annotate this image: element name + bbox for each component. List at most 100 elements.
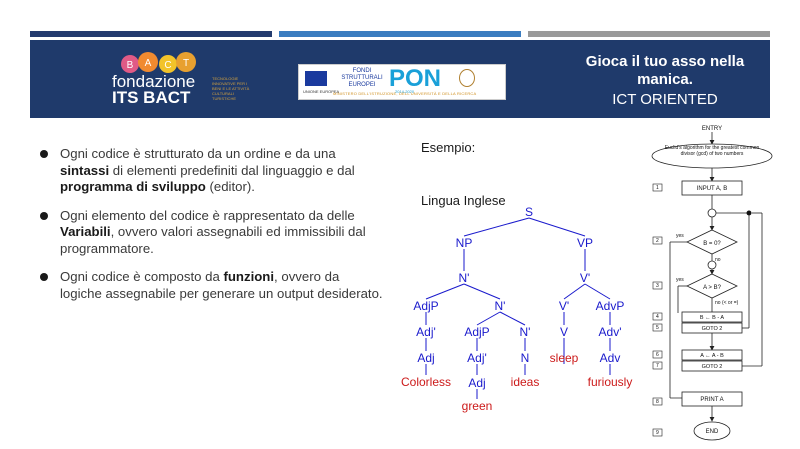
accent-line-navy [30,31,272,37]
tree-node-advbar: Adv' [599,325,622,339]
tree-word-colorless: Colorless [401,375,451,389]
example-label: Esempio: [421,140,476,155]
flow-no-label: no [715,257,721,263]
tree-node-v: V [560,325,568,339]
eu-flag-icon [305,71,327,86]
bullet-dot-icon [40,211,48,220]
logo-bubbles-icon: B A C T [121,52,196,73]
flow-junction-dot [746,210,752,216]
tree-word-sleep: sleep [550,351,579,365]
flow-step-box [652,236,663,245]
euclid-flowchart: ENTRY Euclid's algorithm for the greates… [651,126,773,441]
bullet-item: Ogni codice è composto da funzioni, ovve… [38,269,383,302]
flow-op-b-text: B ← B - A [700,315,724,321]
flow-step-box [652,281,663,290]
syntax-tree-diagram: S NP VP N' V' AdjP N' V' AdvP Adj' AdjP … [401,205,633,413]
flow-entry-label: ENTRY [702,126,722,132]
flow-step-box [652,323,663,332]
tree-node-s: S [525,205,533,219]
flow-op-a-text: A ← A - B [700,353,724,359]
tree-node-nbar: N' [520,325,531,339]
flow-step-box [652,428,663,437]
bullet-text: Ogni codice è strutturato da un ordine e… [60,146,355,194]
tree-node-vbar: V' [580,271,590,285]
flow-goto-text: GOTO 2 [702,326,723,332]
logo-bubble-t: T [183,58,189,69]
flow-print-text: PRINT A [700,397,723,403]
tree-node-nbar: N' [495,299,506,313]
republic-emblem-icon [459,69,475,87]
flow-op-b-box [681,311,743,323]
logo-bubble-a: A [145,58,152,69]
flow-step-number: 2 [656,238,659,244]
flow-junction [707,208,717,218]
logo-line-fondazione: fondazione [112,72,196,91]
flow-step-number: 4 [656,314,659,320]
tree-word-green: green [462,399,493,413]
tree-node-np: NP [456,236,473,250]
accent-line-gray [528,31,770,37]
logo-line-its-bact: ITS BACT [112,88,191,107]
logo-bubble-b: B [127,60,134,71]
eu-label: UNIONE EUROPEA [303,89,340,94]
flow-cond1-text: B = 0? [703,241,721,247]
pon-fondi-label: FONDI STRUTTURALI EUROPEI [341,68,383,88]
fondazione-its-bact-logo: B A C T fondazione ITS BACT TECNOLOGIE I… [90,50,250,112]
bullet-dot-icon [40,150,48,158]
flow-step-box [652,350,663,359]
pon-wordmark: PON [389,65,442,92]
flow-yes-label: yes [676,233,684,239]
flow-step-box [652,397,663,406]
tree-word-ideas: ideas [511,375,540,389]
pon-ministero-label: MINISTERO DELL'ISTRUZIONE, DELL'UNIVERSI… [333,91,477,96]
flow-step-number: 3 [656,283,659,289]
flow-input-text: INPUT A, B [697,186,728,192]
flow-title: Euclid's algorithm for the greatest comm… [664,145,760,157]
bullet-dot-icon [40,273,48,281]
flow-step-box [652,183,663,192]
flow-step-box [652,312,663,321]
pon-years: 2014-2020 [395,89,415,94]
tree-node-advp: AdvP [596,299,625,313]
logo-bubble-c: C [164,60,171,71]
flow-op-a-box [681,349,743,361]
tree-node-adj: Adj [417,351,434,365]
flow-junction [707,260,717,270]
flow-end-text: END [706,429,719,435]
tree-node-adjp: AdjP [464,325,489,339]
tree-node-n: N [521,351,530,365]
bullet-item: Ogni elemento del codice è rappresentato… [38,208,383,258]
pon-logo-strip: UNIONE EUROPEA FONDI STRUTTURALI EUROPEI… [298,64,506,100]
header-subtitle: ICT ORIENTED [612,91,718,108]
header-banner: B A C T fondazione ITS BACT TECNOLOGIE I… [30,40,770,118]
flow-end-ellipse [693,421,731,441]
tree-node-adj: Adj [468,376,485,390]
flow-step-number: 5 [656,325,659,331]
header-title: Gioca il tuo asso nella manica. [585,53,745,88]
accent-line-blue [279,31,521,37]
bullet-text: Ogni elemento del codice è rappresentato… [60,207,366,256]
flow-goto-text: GOTO 2 [702,364,723,370]
flow-step-number: 9 [656,430,659,436]
tree-node-vbar: V' [559,299,569,313]
tree-node-adjbar: Adj' [467,351,487,365]
flow-step-number: 8 [656,399,659,405]
language-label: Lingua Inglese [421,193,506,208]
bullet-text: Ogni codice è composto da funzioni, ovve… [60,269,383,301]
flow-yes-label: yes [676,277,684,283]
flow-step-number: 6 [656,352,659,358]
bullet-list: Ogni codice è strutturato da un ordine e… [38,146,383,314]
tree-node-vp: VP [577,236,593,250]
bullet-item: Ogni codice è strutturato da un ordine e… [38,146,383,196]
tree-word-furiously: furiously [588,375,633,389]
flow-step-number: 1 [656,185,659,191]
flow-cond2-text: A > B? [703,285,722,291]
flow-no-alt-label: no (< or =) [715,300,739,306]
tree-node-adjbar: Adj' [416,325,436,339]
flow-step-box [652,361,663,370]
tree-node-adjp: AdjP [413,299,438,313]
tree-node-nbar: N' [459,271,470,285]
logo-tagline: TECNOLOGIE INNOVATIVE PER I BENI E LE AT… [212,76,250,101]
flow-step-number: 7 [656,363,659,369]
tree-node-adv: Adv [600,351,621,365]
